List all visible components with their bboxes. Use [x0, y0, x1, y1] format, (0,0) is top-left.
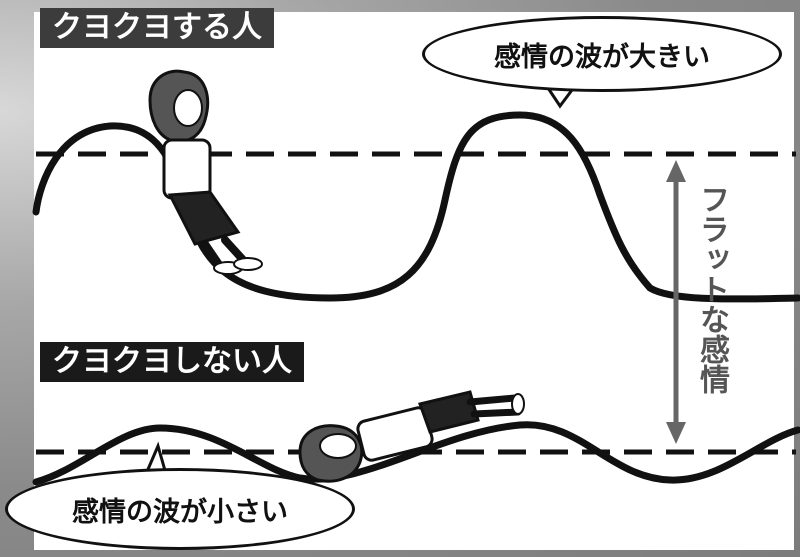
bubble-text-big-waves: 感情の波が大きい — [494, 41, 710, 73]
small-emotion-wave — [32, 421, 800, 486]
flat-emotion-label: フラットな感情 — [694, 184, 729, 394]
speech-bubble-small-waves: 感情の波が小さい — [5, 468, 355, 550]
big-emotion-wave — [32, 111, 800, 303]
bubble-text-small-waves: 感情の波が小さい — [72, 496, 288, 528]
bubble-tail-bottom — [144, 441, 168, 475]
heading-calm-person: クヨクヨしない人 — [40, 342, 304, 382]
sad-girl-figure — [148, 69, 263, 275]
calm-girl-figure — [298, 390, 525, 483]
heading-wavy-person: クヨクヨする人 — [40, 8, 274, 48]
speech-bubble-big-waves: 感情の波が大きい — [422, 16, 782, 92]
flat-range-arrow — [666, 160, 686, 444]
